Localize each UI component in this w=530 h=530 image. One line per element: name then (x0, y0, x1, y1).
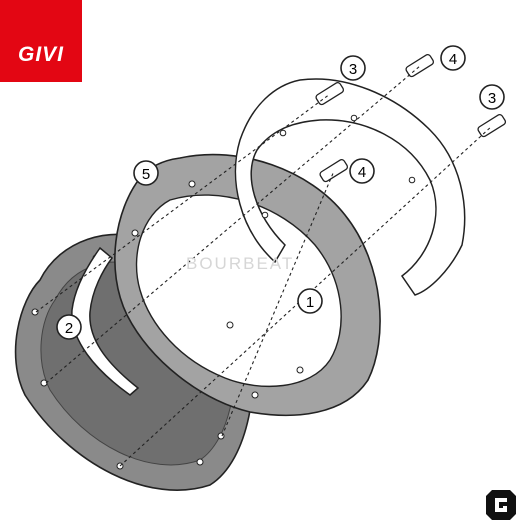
corner-brand-badge-icon (486, 490, 516, 520)
long-screw-left (315, 81, 345, 106)
callout-4-top-label: 4 (449, 51, 457, 68)
callout-3-top-label: 3 (349, 61, 357, 78)
callout-1: 1 (297, 288, 323, 314)
givi-logo: GIVI (0, 0, 82, 82)
watermark: BOURBEAT (186, 254, 295, 273)
callout-3-top: 3 (340, 55, 366, 81)
callout-4-top: 4 (440, 45, 466, 71)
callout-2: 2 (56, 314, 82, 340)
callout-3-right-label: 3 (488, 90, 496, 107)
callout-5: 5 (133, 160, 159, 186)
callout-5-label: 5 (142, 166, 150, 183)
short-screw-middle (319, 158, 349, 183)
callout-4-middle-label: 4 (358, 164, 366, 181)
callout-2-label: 2 (65, 320, 73, 337)
callout-4-middle: 4 (349, 158, 375, 184)
short-screw-top (405, 53, 435, 78)
givi-logo-text: GIVI (17, 43, 64, 66)
callout-1-label: 1 (306, 294, 314, 311)
callout-3-right: 3 (479, 84, 505, 110)
assembly-lines (35, 65, 493, 467)
long-screw-right (477, 113, 507, 138)
